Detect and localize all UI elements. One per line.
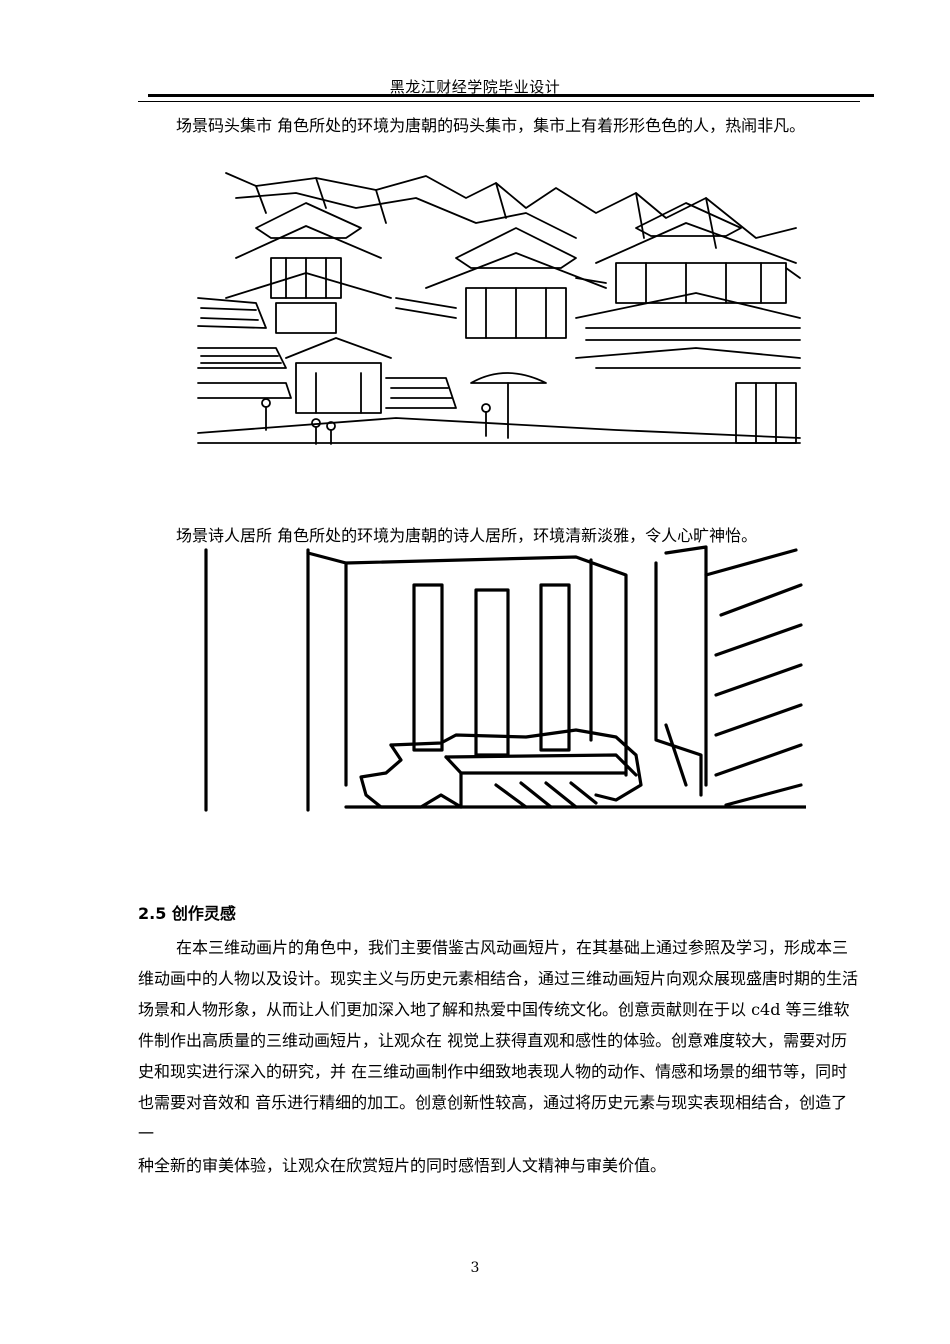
section-heading-inspiration: 2.5 创作灵感: [138, 904, 236, 923]
page-number: 3: [470, 1260, 480, 1276]
paragraph-market-scene: 场景码头集市 角色所处的环境为唐朝的码头集市，集市上有着形形色色的人，热闹非凡。: [176, 116, 806, 135]
poet-residence-illustration: [196, 545, 806, 813]
page-header-title: 黑龙江财经学院毕业设计: [389, 78, 561, 96]
header-rule-thin: [138, 101, 860, 102]
header-rule-thick: [148, 94, 874, 97]
paragraph-poet-residence-scene: 场景诗人居所 角色所处的环境为唐朝的诗人居所，环境清新淡雅，令人心旷神怡。: [176, 526, 758, 545]
paragraph-inspiration-tail: 种全新的审美体验，让观众在欣赏短片的同时感悟到人文精神与审美价值。: [138, 1156, 667, 1175]
paragraph-inspiration-body: 在本三维动画片的角色中，我们主要借鉴古风动画短片，在其基础上通过参照及学习，形成…: [138, 938, 859, 1143]
market-scene-illustration: [196, 168, 802, 446]
